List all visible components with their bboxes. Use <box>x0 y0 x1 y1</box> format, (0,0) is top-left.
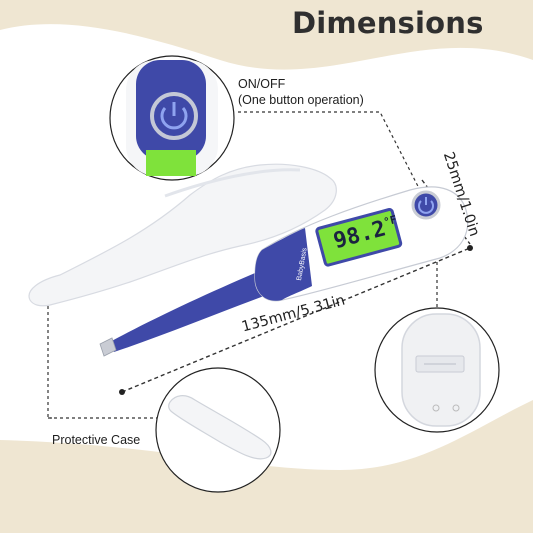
zoom-battery-cover <box>374 307 500 433</box>
thermometer-body <box>254 186 469 302</box>
page-title: Dimensions <box>292 6 484 40</box>
case-callout-label: Protective Case <box>52 433 141 447</box>
power-callout-label: ON/OFF <box>238 77 286 91</box>
callout-lines <box>47 111 438 419</box>
thermometer-probe <box>99 270 275 357</box>
power-callout-sublabel: (One button operation) <box>238 93 364 107</box>
lcd-display <box>315 208 403 267</box>
protective-case <box>28 163 337 307</box>
zoom-power-button <box>109 55 235 181</box>
zoom-protective-case <box>155 367 281 493</box>
